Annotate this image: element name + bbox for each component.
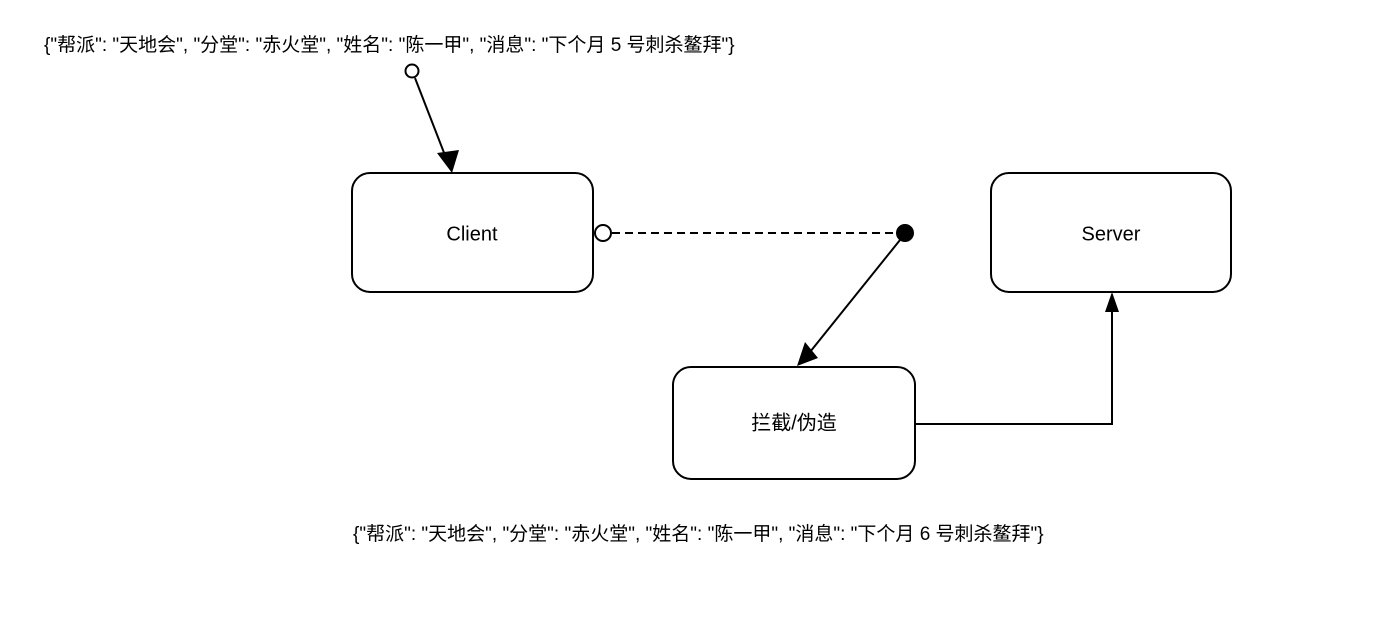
- node-client-shape[interactable]: [351, 172, 594, 293]
- edge-message-to-client: [404, 63, 459, 173]
- arrowhead-icon: [437, 150, 459, 173]
- arrowhead-icon: [1105, 292, 1119, 312]
- hollow-circle-endpoint-icon: [404, 63, 420, 79]
- original-message-label: {"帮派": "天地会", "分堂": "赤火堂", "姓名": "陈一甲", …: [44, 35, 735, 56]
- node-server-label: Server: [1082, 223, 1141, 245]
- edge-mitm-to-server: [915, 292, 1119, 425]
- node-interceptor-shape[interactable]: [672, 366, 916, 480]
- node-server-shape[interactable]: [990, 172, 1232, 293]
- hollow-circle-endpoint-icon: [594, 224, 612, 242]
- node-interceptor[interactable]: 拦截/伪造: [672, 366, 916, 480]
- node-interceptor-label: 拦截/伪造: [751, 411, 837, 434]
- forged-message-label: {"帮派": "天地会", "分堂": "赤火堂", "姓名": "陈一甲", …: [353, 524, 1044, 545]
- filled-circle-endpoint-icon: [896, 224, 914, 242]
- edge-message-to-client-line: [414, 77, 449, 164]
- edge-intercept-to-mitm: [797, 239, 901, 366]
- node-client[interactable]: Client: [351, 172, 594, 293]
- edge-mitm-to-server-path: [915, 303, 1113, 425]
- edge-client-to-intercept: [594, 224, 914, 242]
- node-server[interactable]: Server: [990, 172, 1232, 293]
- edge-intercept-to-mitm-line: [805, 239, 901, 358]
- node-client-label: Client: [446, 223, 498, 245]
- arrowhead-icon: [797, 342, 818, 366]
